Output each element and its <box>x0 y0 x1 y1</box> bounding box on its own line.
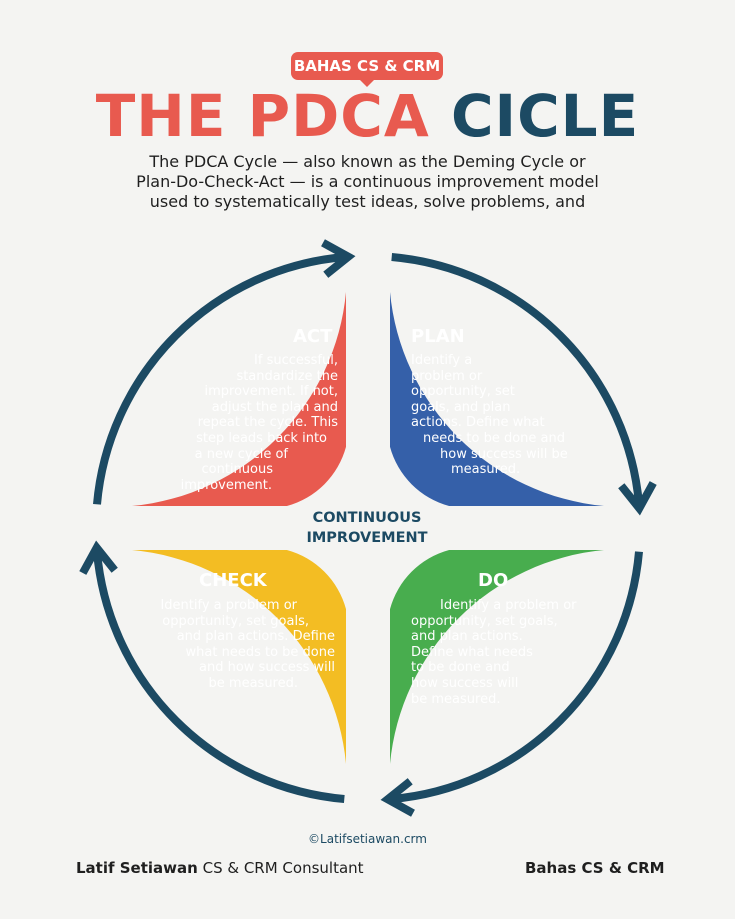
arrow-do-to-check-head <box>380 778 415 817</box>
check-line: opportunity, set goals, <box>162 613 309 629</box>
plan-description: Identify a problem or opportunity, set g… <box>411 353 601 478</box>
plan-line: actions. Define what <box>411 415 545 431</box>
author-name: Latif Setiawan <box>76 859 198 877</box>
plan-line: measured. <box>451 462 521 478</box>
center-line: IMPROVEMENT <box>306 530 428 546</box>
check-line: be measured. <box>208 675 298 691</box>
act-line: If successful, <box>254 353 338 368</box>
check-quadrant <box>132 550 346 764</box>
plan-line: Identify a <box>411 353 473 368</box>
arrow-check-to-act-head <box>79 540 118 575</box>
do-title: DO <box>478 570 509 591</box>
plan-line: how success will be <box>440 446 568 462</box>
do-line: to be done and <box>411 660 510 676</box>
do-line: be measured. <box>411 691 501 707</box>
subtitle-line: Plan-Do-Check-Act — is a continuous impr… <box>136 172 599 191</box>
plan-title: PLAN <box>411 326 465 347</box>
subtitle-line: used to systematically test ideas, solve… <box>149 192 586 211</box>
act-line: improvement. <box>180 477 272 493</box>
check-line: what needs to be done <box>185 644 335 660</box>
brand-badge: BAHAS CS & CRM <box>291 52 443 87</box>
check-line: and how success will <box>199 660 335 676</box>
arrow-plan-to-do-head <box>618 481 657 516</box>
plan-line: problem or <box>411 368 483 384</box>
do-quadrant <box>390 550 604 764</box>
title-part-navy: CICLE <box>450 82 640 150</box>
center-label: CONTINUOUS IMPROVEMENT <box>281 508 453 548</box>
author: Latif Setiawan CS & CRM Consultant <box>76 859 364 877</box>
act-title: ACT <box>293 326 333 347</box>
check-line: and plan actions. Define <box>176 629 335 645</box>
act-line: adjust the plan and <box>211 399 338 415</box>
subtitle-line: The PDCA Cycle — also known as the Demin… <box>149 152 586 171</box>
act-line: repeat the cycle. This <box>197 415 338 431</box>
act-line: continuous <box>201 462 274 478</box>
do-description: Identify a problem or opportunity, set g… <box>411 598 601 707</box>
do-line: and plan actions. <box>411 629 523 645</box>
do-line: Define what needs <box>411 644 533 660</box>
arrow-plan-to-do <box>391 253 643 505</box>
arrow-check-to-act <box>93 551 345 803</box>
act-line: step leads back into <box>196 430 327 446</box>
brand-name: Bahas CS & CRM <box>525 859 665 877</box>
page-title: THE PDCA CICLE <box>0 82 735 150</box>
plan-line: goals, and plan <box>411 399 511 415</box>
check-title: CHECK <box>199 570 267 591</box>
do-line: Identify a problem or <box>440 598 577 613</box>
act-description: If successful, standardize the improveme… <box>135 353 338 493</box>
arrow-do-to-check <box>391 551 643 803</box>
author-role: CS & CRM Consultant <box>202 859 364 877</box>
credit: ©Latifsetiawan.crm <box>308 832 427 846</box>
act-line: a new cycle of <box>194 446 288 462</box>
act-line: improvement. If not, <box>204 384 338 400</box>
title-part-red: THE PDCA <box>95 82 430 150</box>
plan-quadrant <box>390 292 604 506</box>
do-line: opportunity, set goals, <box>411 613 558 629</box>
check-description: Identify a problem or opportunity, set g… <box>135 598 335 692</box>
plan-line: opportunity, set <box>411 384 515 400</box>
act-quadrant <box>132 292 346 506</box>
center-line: CONTINUOUS <box>312 510 422 526</box>
check-line: Identify a problem or <box>160 598 297 613</box>
arrow-act-to-plan <box>93 253 345 505</box>
subtitle: The PDCA Cycle — also known as the Demin… <box>80 152 655 212</box>
act-line: standardize the <box>236 368 338 384</box>
arrow-act-to-plan-head <box>321 239 356 278</box>
plan-line: needs to be done and <box>423 430 565 446</box>
do-line: how success will <box>411 675 519 691</box>
